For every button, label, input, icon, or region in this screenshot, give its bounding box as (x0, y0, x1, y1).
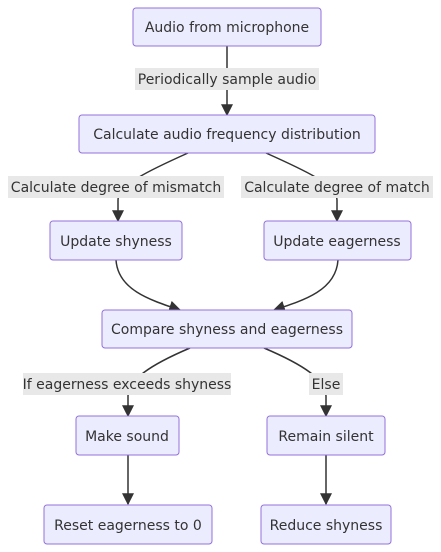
edge-label-exceeds: If eagerness exceeds shyness (23, 373, 232, 395)
node-update-shyness: Update shyness (49, 220, 183, 261)
node-remain-silent-label: Remain silent (278, 429, 374, 445)
edge-label-match-text: Calculate degree of match (244, 180, 430, 196)
node-make-sound-label: Make sound (85, 429, 169, 445)
edge-label-match: Calculate degree of match (241, 176, 433, 198)
node-reset-eagerness-label: Reset eagerness to 0 (54, 518, 202, 534)
node-audio-from-microphone: Audio from microphone (132, 7, 322, 47)
edge-label-mismatch-text: Calculate degree of mismatch (11, 180, 221, 196)
node-update-shyness-label: Update shyness (60, 234, 172, 250)
node-compare-shyness-eagerness-label: Compare shyness and eagerness (111, 322, 343, 338)
node-reset-eagerness: Reset eagerness to 0 (43, 504, 213, 545)
node-audio-from-microphone-label: Audio from microphone (145, 20, 309, 36)
edge-label-exceeds-text: If eagerness exceeds shyness (23, 377, 232, 393)
node-update-eagerness: Update eagerness (263, 220, 412, 261)
edge-shyness-to-compare (115, 259, 182, 313)
node-make-sound: Make sound (75, 415, 180, 456)
node-calculate-frequency-distribution: Calculate audio frequency distribution (78, 114, 376, 154)
node-compare-shyness-eagerness: Compare shyness and eagerness (101, 309, 353, 349)
edge-label-sample-text: Periodically sample audio (138, 72, 316, 88)
node-remain-silent: Remain silent (266, 415, 386, 456)
node-reduce-shyness-label: Reduce shyness (270, 518, 383, 534)
edge-label-sample: Periodically sample audio (135, 68, 319, 90)
edge-eagerness-to-compare (272, 259, 339, 313)
edge-label-else: Else (309, 373, 343, 395)
edge-label-else-text: Else (312, 377, 341, 393)
node-calculate-frequency-distribution-label: Calculate audio frequency distribution (93, 127, 361, 143)
node-update-eagerness-label: Update eagerness (273, 234, 400, 250)
node-reduce-shyness: Reduce shyness (260, 504, 392, 545)
edge-label-mismatch: Calculate degree of mismatch (8, 176, 224, 198)
